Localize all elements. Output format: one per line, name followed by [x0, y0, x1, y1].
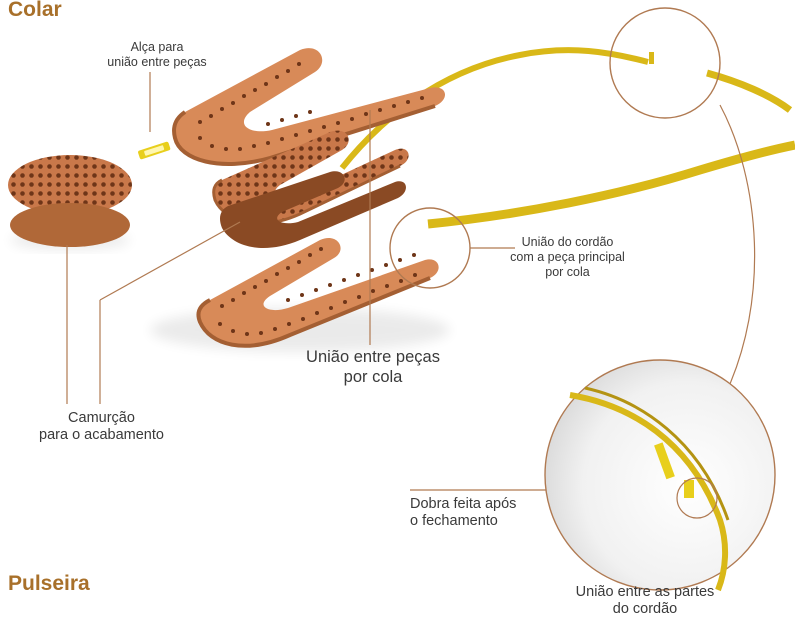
cord-join-label: União do cordão com a peça principal por…: [505, 235, 630, 280]
cord-lower: [428, 145, 795, 224]
cord-end-right: [707, 73, 790, 110]
fold-label: Dobra feita após o fechamento: [410, 496, 516, 531]
round-suede-piece: [10, 203, 130, 247]
suede-label: Camurção para o acabamento: [14, 410, 189, 445]
loop-piece: [138, 141, 171, 159]
cord-tip-callout: [610, 8, 720, 118]
necklace-title: Colar: [8, 0, 62, 22]
loop-label: Alça para união entre peças: [102, 40, 212, 70]
cord-parts-label: União entre as partes do cordão: [560, 584, 730, 619]
glue-join-label: União entre peças por cola: [298, 348, 448, 388]
bracelet-title: Pulseira: [8, 572, 90, 596]
